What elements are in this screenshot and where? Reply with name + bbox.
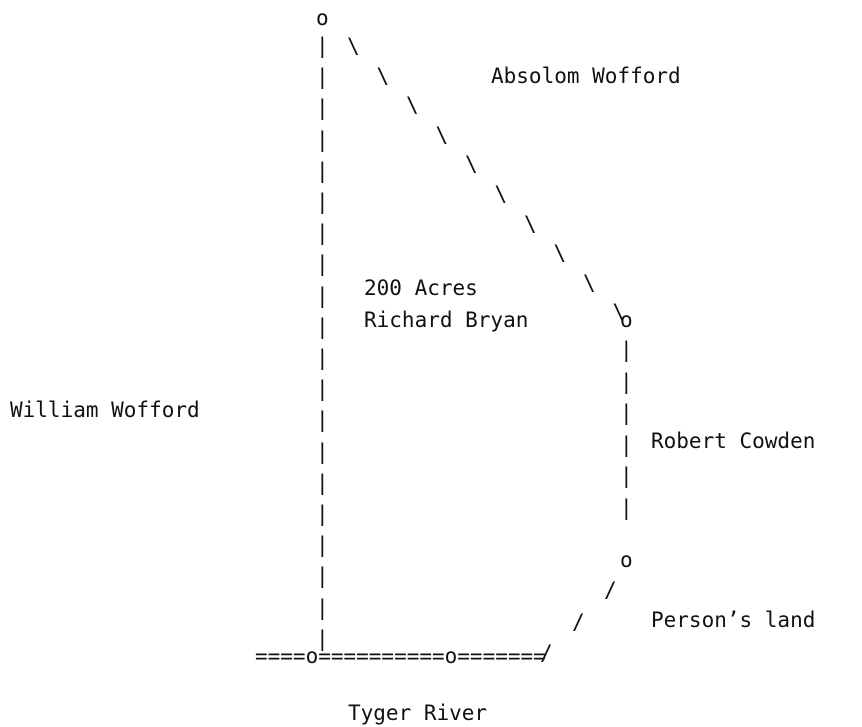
- west-boundary-segment: |: [316, 470, 329, 495]
- label-tyger-river: Tyger River: [348, 701, 488, 725]
- east-boundary-segment: |: [620, 464, 633, 488]
- east-boundary-segment: |: [620, 401, 633, 425]
- label-richard-bryan: Richard Bryan: [364, 308, 529, 332]
- north-boundary-segment: \: [612, 300, 626, 325]
- west-boundary-segment: |: [316, 533, 329, 558]
- north-boundary-segment: \: [376, 63, 390, 88]
- label-absolom-wofford: Absolom Wofford: [491, 64, 681, 88]
- river-line: ====o==========o=======: [255, 644, 546, 668]
- west-boundary-segment: |: [316, 314, 329, 339]
- east-boundary-segment: |: [620, 432, 633, 457]
- west-boundary-segment: |: [316, 564, 329, 589]
- west-boundary-segment: |: [316, 408, 329, 433]
- north-boundary-segment: \: [553, 241, 567, 266]
- west-boundary-segment: |: [316, 283, 329, 308]
- east-boundary-segment: |: [620, 369, 633, 394]
- label-persons-land: Person’s land: [651, 608, 816, 632]
- east-boundary-segment: |: [620, 338, 633, 362]
- north-boundary-segment: \: [347, 34, 360, 58]
- west-boundary-segment: |: [316, 346, 329, 370]
- west-boundary-segment: |: [316, 439, 329, 464]
- corner-ne: o: [620, 308, 633, 332]
- corner-se-upper: o: [620, 548, 633, 572]
- west-boundary-segment: |: [316, 158, 329, 183]
- north-boundary-segment: \: [465, 152, 478, 177]
- southeast-boundary-segment: /: [604, 578, 617, 602]
- west-boundary-segment: |: [316, 502, 329, 526]
- north-boundary-segment: \: [406, 93, 419, 118]
- west-boundary-segment: |: [316, 190, 329, 214]
- north-boundary-segment: \: [494, 182, 508, 206]
- west-boundary-segment: |: [316, 127, 329, 152]
- west-boundary-segment: |: [316, 377, 329, 402]
- label-william-wofford: William Wofford: [10, 398, 200, 422]
- west-boundary-segment: |: [316, 626, 329, 651]
- north-boundary-segment: \: [435, 122, 449, 147]
- west-boundary-segment: |: [316, 34, 329, 58]
- label-robert-cowden: Robert Cowden: [651, 429, 816, 453]
- southeast-boundary-segment: /: [540, 641, 553, 665]
- west-boundary-segment: |: [316, 595, 329, 620]
- east-boundary-segment: |: [620, 495, 633, 520]
- west-boundary-segment: |: [316, 65, 329, 90]
- corner-nw: o: [316, 6, 329, 30]
- north-boundary-segment: \: [583, 270, 596, 295]
- north-boundary-segment: \: [524, 211, 537, 236]
- west-boundary-segment: |: [316, 96, 329, 121]
- west-boundary-segment: |: [316, 221, 329, 246]
- southeast-boundary-segment: /: [572, 610, 585, 634]
- west-boundary-segment: |: [316, 252, 329, 277]
- label-acreage: 200 Acres: [364, 276, 478, 300]
